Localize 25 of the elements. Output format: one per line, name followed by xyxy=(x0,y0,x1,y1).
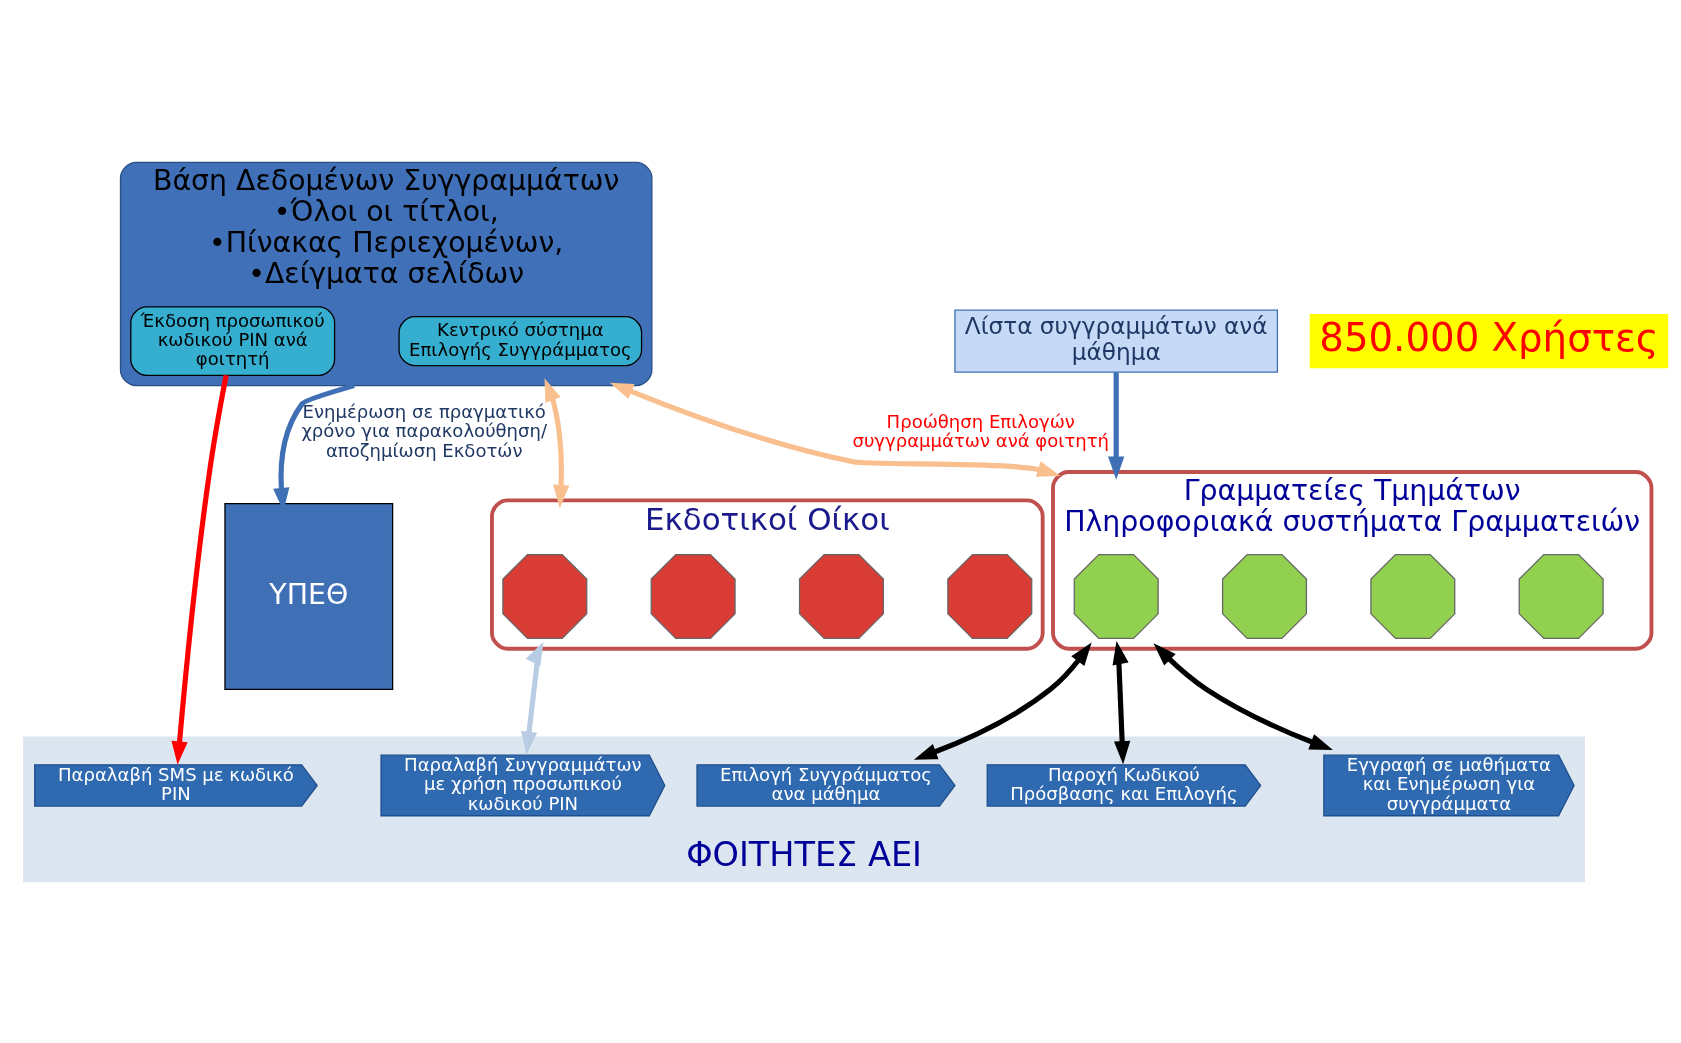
arrow xyxy=(171,374,229,765)
node-box: Κεντρικό σύστημα Επιλογής Συγγράμματος xyxy=(398,315,643,366)
node-box: Έκδοση προσωπικού κωδικού PIN ανά φοιτητή xyxy=(130,305,336,376)
arrow xyxy=(1108,371,1125,480)
arrow xyxy=(1153,642,1333,750)
cluster: Εκδοτικοί Οίκοι xyxy=(490,497,1045,651)
arrow xyxy=(1112,640,1131,764)
node-octagon xyxy=(798,553,885,639)
node-octagon xyxy=(502,553,588,639)
node-box: ΥΠΕΘ xyxy=(224,502,394,690)
arrow xyxy=(913,641,1092,760)
node-octagon xyxy=(650,553,736,639)
node-octagon xyxy=(1221,553,1308,639)
arrow xyxy=(520,641,544,755)
node-octagon xyxy=(1518,553,1604,639)
arrow xyxy=(544,377,570,508)
node-box: Λίστα συγγραμμάτων ανά μάθημα xyxy=(954,309,1279,373)
node-box: 850.000 Χρήστες xyxy=(1309,313,1669,368)
node-octagon xyxy=(947,553,1033,639)
cluster: Γραμματείες Τμημάτων Πληροφοριακά συστήματα Γραμματειών xyxy=(1051,469,1654,651)
arrow xyxy=(609,382,1061,477)
node-octagon xyxy=(1073,553,1159,639)
node-octagon xyxy=(1370,553,1456,639)
edge-label: Ενημέρωση σε πραγματικό χρόνο για παρακολούθηση/ αποζημίωση Εκδοτών xyxy=(301,400,548,461)
edge-label: Προώθηση Επιλογών συγγραμμάτων ανά φοιτητή xyxy=(852,410,1110,451)
